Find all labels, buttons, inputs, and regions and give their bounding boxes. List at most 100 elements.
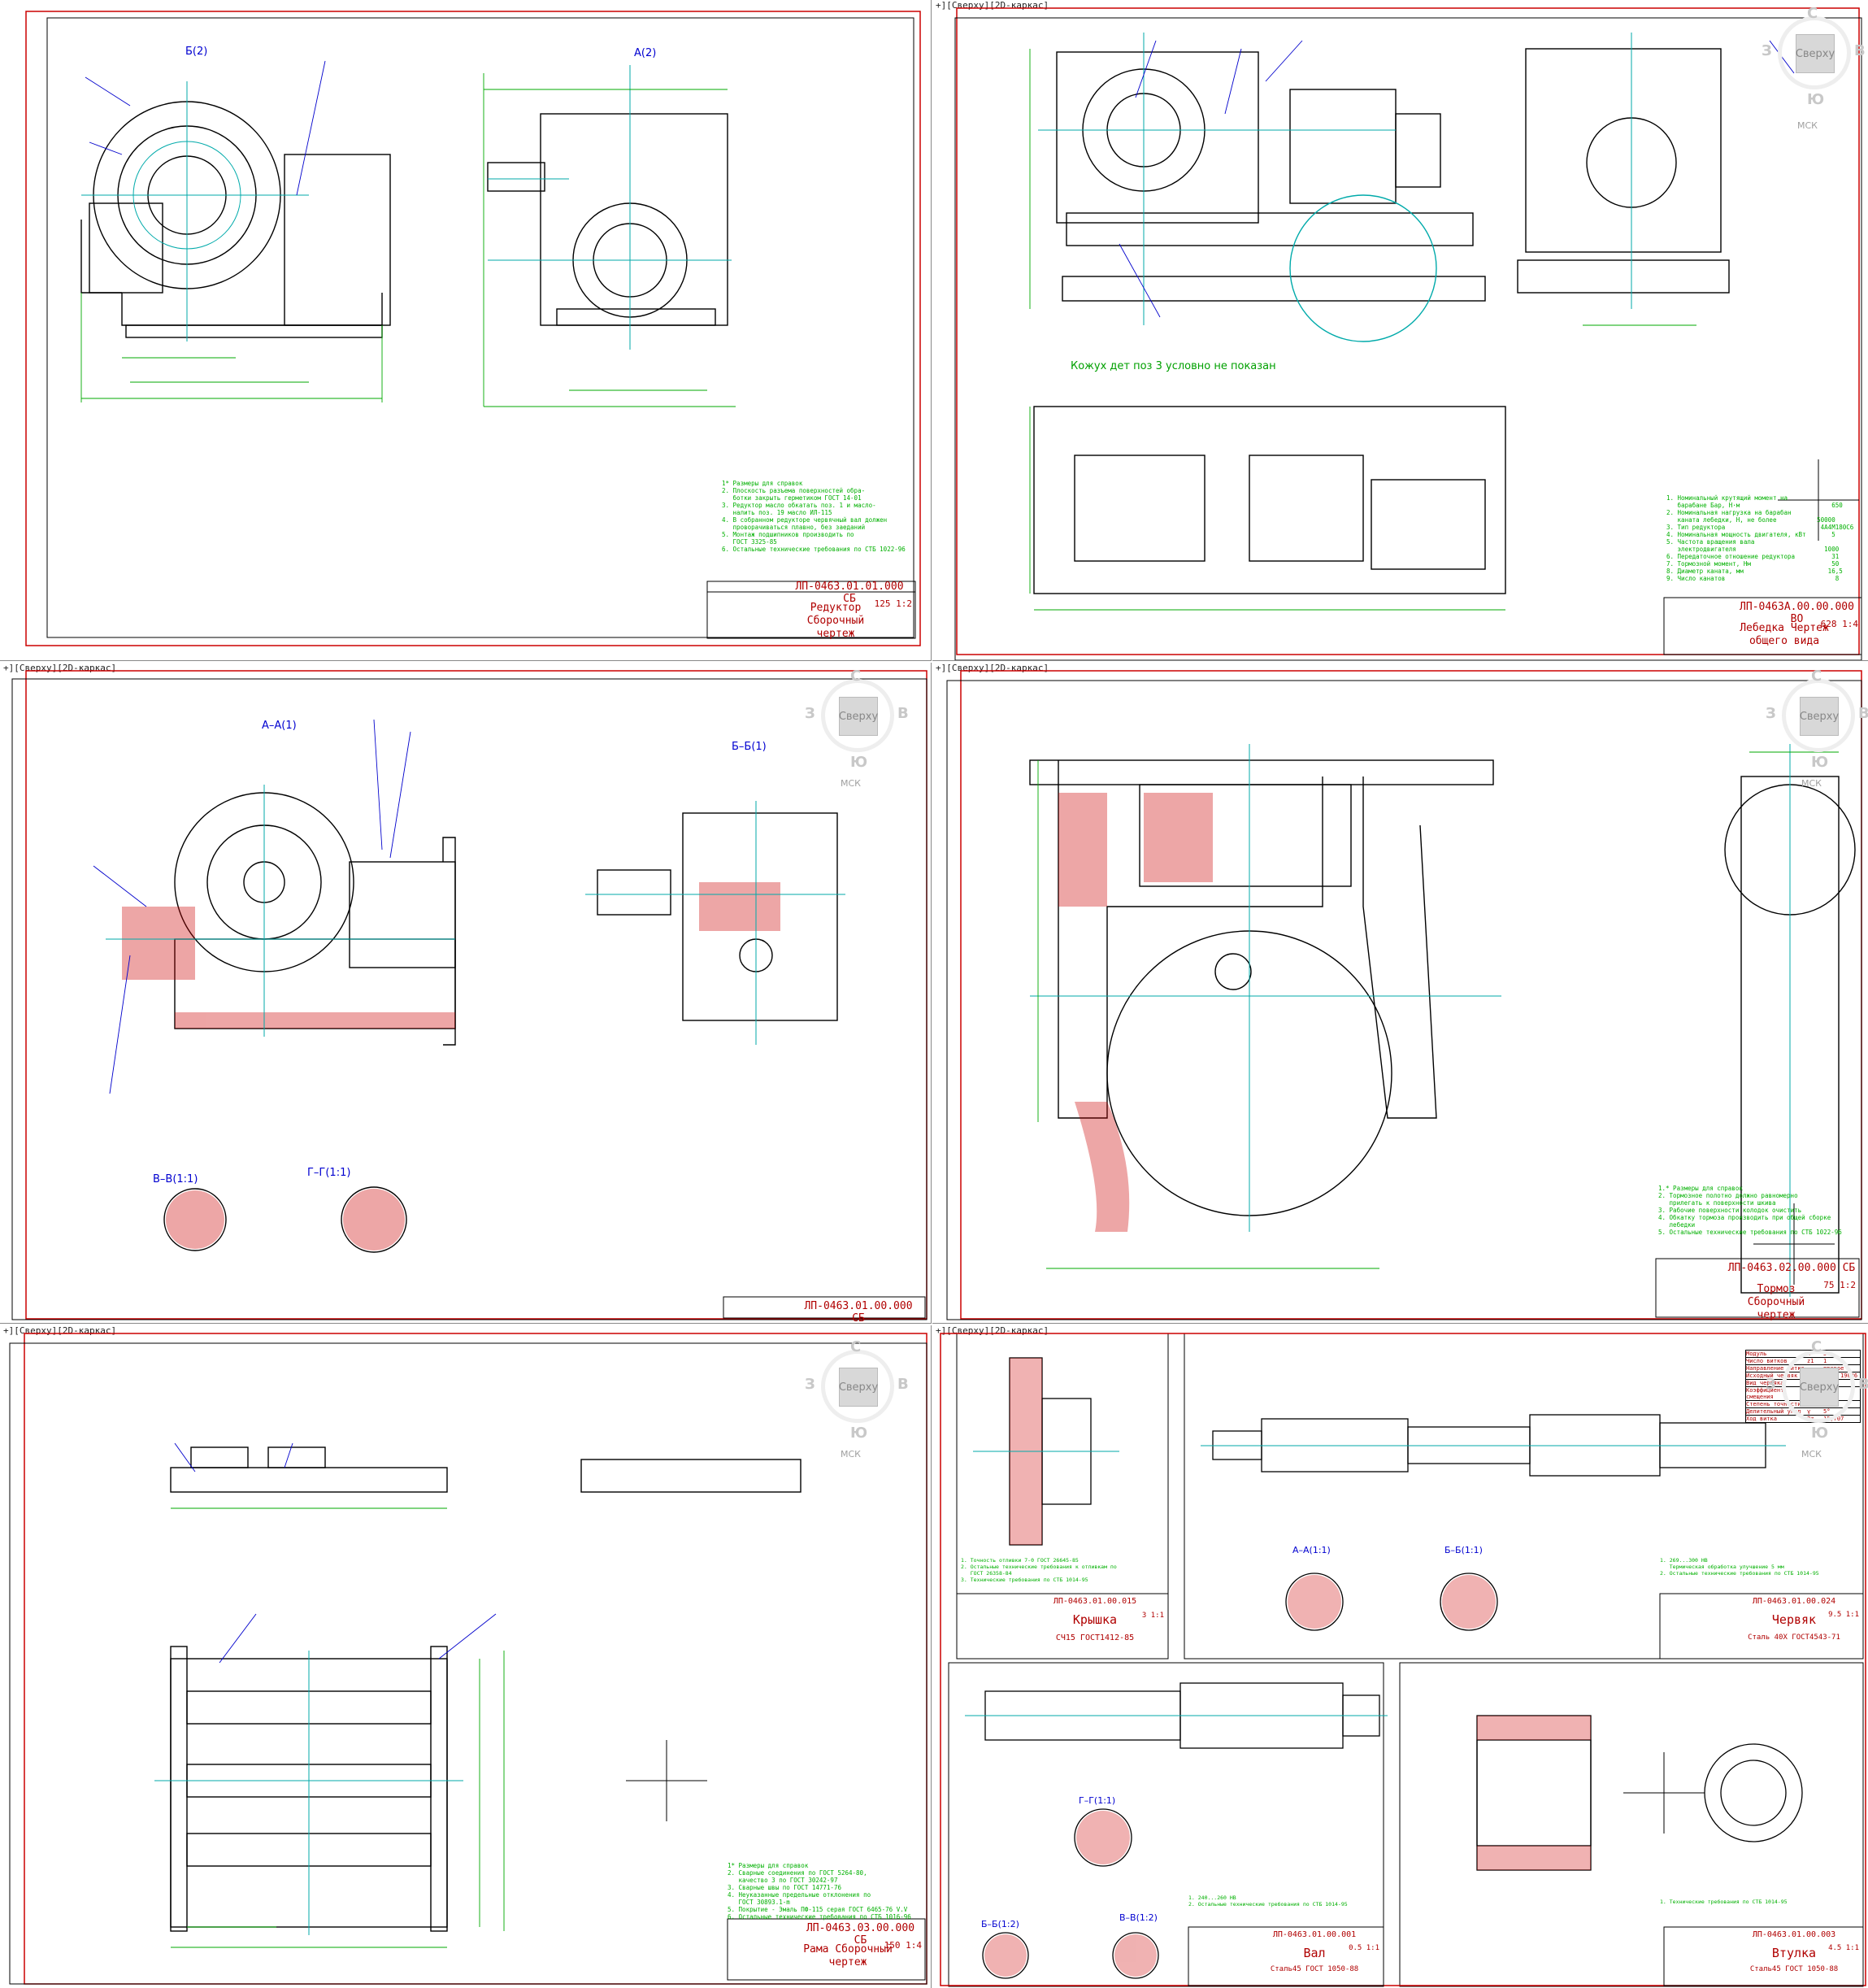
part-code: ЛП-0463.01.00.003 — [1752, 1930, 1836, 1939]
frame-drawing — [9, 1333, 927, 1985]
view-cube-ring — [821, 679, 894, 752]
compass-west[interactable]: З — [1766, 705, 1776, 722]
wcs-dropdown[interactable]: МСК — [841, 778, 861, 789]
compass-north[interactable]: С — [1811, 1338, 1822, 1355]
part-mass-scale: 9.5 1:1 — [1828, 1611, 1859, 1619]
section-label-g-g: Г–Г(1:1) — [307, 1167, 351, 1179]
compass-east[interactable]: В — [897, 1376, 909, 1393]
part-name: Втулка — [1771, 1946, 1817, 1960]
title-block: ЛП-0463.02.00.000 СБ Тормоз Сборочный че… — [1656, 1259, 1859, 1321]
winch-drawing — [954, 7, 1862, 660]
compass-east[interactable]: В — [897, 705, 909, 722]
part-mass-scale: 3 1:1 — [1141, 1612, 1164, 1620]
viewport-frame[interactable]: +][Сверху][2D-каркас] 1* Размеры для спр… — [0, 1325, 932, 1988]
drawing-name: Тормоз Сборочный чертеж — [1747, 1283, 1805, 1321]
section-label-b-b-2: Б–Б(1:2) — [981, 1919, 1019, 1929]
view-cube[interactable]: Сверху С В Ю З МСК — [1766, 668, 1868, 817]
part-mass-scale: 4.5 1:1 — [1828, 1944, 1859, 1952]
view-cube-ring — [1782, 679, 1855, 752]
compass-south[interactable]: Ю — [1811, 1425, 1829, 1442]
wcs-dropdown[interactable]: МСК — [1801, 778, 1822, 789]
compass-west[interactable]: З — [1766, 1376, 1776, 1393]
part-code: ЛП-0463.01.00.015 — [1053, 1597, 1137, 1606]
view-cube-face[interactable]: Сверху — [1800, 1368, 1839, 1407]
part-name: Крышка — [1072, 1612, 1118, 1627]
winch-specs: 1. Номинальный крутящий момент на бараба… — [1666, 494, 1854, 582]
section-label-a2: А(2) — [634, 47, 657, 59]
section-label-b-b: Б–Б(1) — [732, 741, 767, 753]
part-material: Сталь45 ГОСТ 1050-88 — [1749, 1965, 1839, 1973]
cover-title-block: ЛП-0463.01.00.015 Крышка СЧ15 ГОСТ1412-8… — [1026, 1597, 1164, 1642]
frame-notes: 1* Размеры для справок 2. Сварные соедин… — [728, 1862, 911, 1921]
casing-caption: Кожух дет поз 3 условно не показан — [1071, 360, 1276, 372]
drawing-name: Редуктор Сборочный чертеж — [806, 602, 865, 640]
shaft-notes: 1. 240...260 НВ 2. Остальные технические… — [1188, 1894, 1348, 1908]
compass-south[interactable]: Ю — [1811, 754, 1829, 771]
view-cube[interactable]: Сверху С В Ю З МСК — [1766, 1338, 1868, 1488]
drawing-mass-scale: 75 1:2 — [1823, 1280, 1856, 1290]
view-cube-face[interactable]: Сверху — [839, 697, 878, 736]
compass-south[interactable]: Ю — [850, 754, 868, 771]
compass-east[interactable]: В — [1858, 1376, 1868, 1393]
viewport-reducer-sections[interactable]: +][Сверху][2D-каркас] А–А(1) Б–Б(1) В–В(… — [0, 663, 932, 1324]
view-cube-ring — [821, 1350, 894, 1423]
view-cube-ring — [1782, 1350, 1855, 1423]
sleeve-notes: 1. Технические требования по СТБ 1014-95 — [1660, 1899, 1788, 1905]
compass-north[interactable]: С — [850, 1338, 862, 1355]
part-name: Вал — [1303, 1946, 1326, 1960]
section-label-v-v: В–В(1:1) — [153, 1173, 198, 1185]
reducer-sections-drawing — [11, 670, 927, 1320]
section-label-a-a: А–А(1) — [262, 720, 297, 732]
viewport-brake[interactable]: +][Сверху][2D-каркас] 1.* Размеры для сп… — [932, 663, 1868, 1324]
compass-south[interactable]: Ю — [1807, 91, 1825, 108]
viewport-parts[interactable]: +][Сверху][2D-каркас] — [932, 1325, 1868, 1988]
drawing-code: ЛП-0463.01.00.000 СБ — [804, 1300, 913, 1324]
part-material: Сталь 40Х ГОСТ4543-71 — [1748, 1633, 1840, 1642]
part-code: ЛП-0463.01.00.024 — [1752, 1597, 1836, 1606]
brake-drawing — [946, 670, 1862, 1320]
part-code: ЛП-0463.01.00.001 — [1272, 1930, 1357, 1939]
compass-south[interactable]: Ю — [850, 1425, 868, 1442]
compass-west[interactable]: З — [805, 1376, 815, 1393]
drawing-code: ЛП-0463А.00.00.000 ВО — [1740, 601, 1854, 625]
section-label-g-g: Г–Г(1:1) — [1079, 1795, 1116, 1806]
section-label-b-b: Б–Б(1:1) — [1444, 1545, 1483, 1555]
part-material: Сталь45 ГОСТ 1050-88 — [1270, 1965, 1359, 1973]
drawing-mass-scale: 150 1:4 — [884, 1940, 922, 1951]
view-cube-face[interactable]: Сверху — [1800, 697, 1839, 736]
part-material: СЧ15 ГОСТ1412-85 — [1055, 1633, 1135, 1642]
wcs-dropdown[interactable]: МСК — [841, 1449, 861, 1459]
compass-west[interactable]: З — [1762, 42, 1772, 59]
compass-north[interactable]: С — [1811, 668, 1822, 685]
worm-title-block: ЛП-0463.01.00.024 Червяк Сталь 40Х ГОСТ4… — [1729, 1597, 1859, 1642]
title-block: ЛП-0463.01.01.000 СБ Редуктор Сборочный … — [715, 577, 915, 640]
compass-north[interactable]: С — [1807, 5, 1818, 22]
compass-east[interactable]: В — [1854, 42, 1866, 59]
view-cube[interactable]: Сверху С В Ю З МСК — [1762, 5, 1866, 154]
drawing-mass-scale: 628 1:4 — [1820, 619, 1858, 629]
view-cube[interactable]: Сверху С В Ю З МСК — [805, 1338, 909, 1488]
wcs-dropdown[interactable]: МСК — [1801, 1449, 1822, 1459]
parts-drawing — [940, 1333, 1866, 1987]
viewport-winch[interactable]: +][Сверху][2D-каркас] Кожух дет поз 3 ус… — [932, 0, 1868, 661]
cover-notes: 1. Точность отливки 7-0 ГОСТ 26645-85 2.… — [961, 1557, 1117, 1583]
compass-north[interactable]: С — [850, 668, 862, 685]
viewport-reducer[interactable]: Б(2) А(2) 1* Размеры для справок 2. Плос… — [0, 0, 932, 661]
view-cube-face[interactable]: Сверху — [839, 1368, 878, 1407]
drawing-name: Рама Сборочный чертеж — [803, 1943, 893, 1968]
compass-east[interactable]: В — [1858, 705, 1868, 722]
compass-west[interactable]: З — [805, 705, 815, 722]
title-block: ЛП-0463.01.00.000 СБ — [723, 1297, 925, 1324]
drawing-code: ЛП-0463.01.01.000 СБ — [795, 581, 904, 605]
wcs-dropdown[interactable]: МСК — [1797, 120, 1818, 131]
part-mass-scale: 0.5 1:1 — [1349, 1944, 1379, 1952]
title-block: ЛП-0463А.00.00.000 ВО Лебедка Чертеж общ… — [1664, 598, 1861, 655]
sleeve-title-block: ЛП-0463.01.00.003 Втулка Сталь45 ГОСТ 10… — [1729, 1930, 1859, 1973]
part-name: Червяк — [1771, 1612, 1817, 1627]
reducer-notes: 1* Размеры для справок 2. Плоскость разъ… — [722, 480, 906, 553]
view-cube-face[interactable]: Сверху — [1796, 34, 1835, 73]
drawing-code: ЛП-0463.02.00.000 СБ — [1727, 1262, 1856, 1274]
view-cube[interactable]: Сверху С В Ю З МСК — [805, 668, 909, 817]
drawing-code: ЛП-0463.03.00.000 СБ — [806, 1922, 915, 1947]
shaft-title-block: ЛП-0463.01.00.001 Вал Сталь45 ГОСТ 1050-… — [1249, 1930, 1379, 1973]
